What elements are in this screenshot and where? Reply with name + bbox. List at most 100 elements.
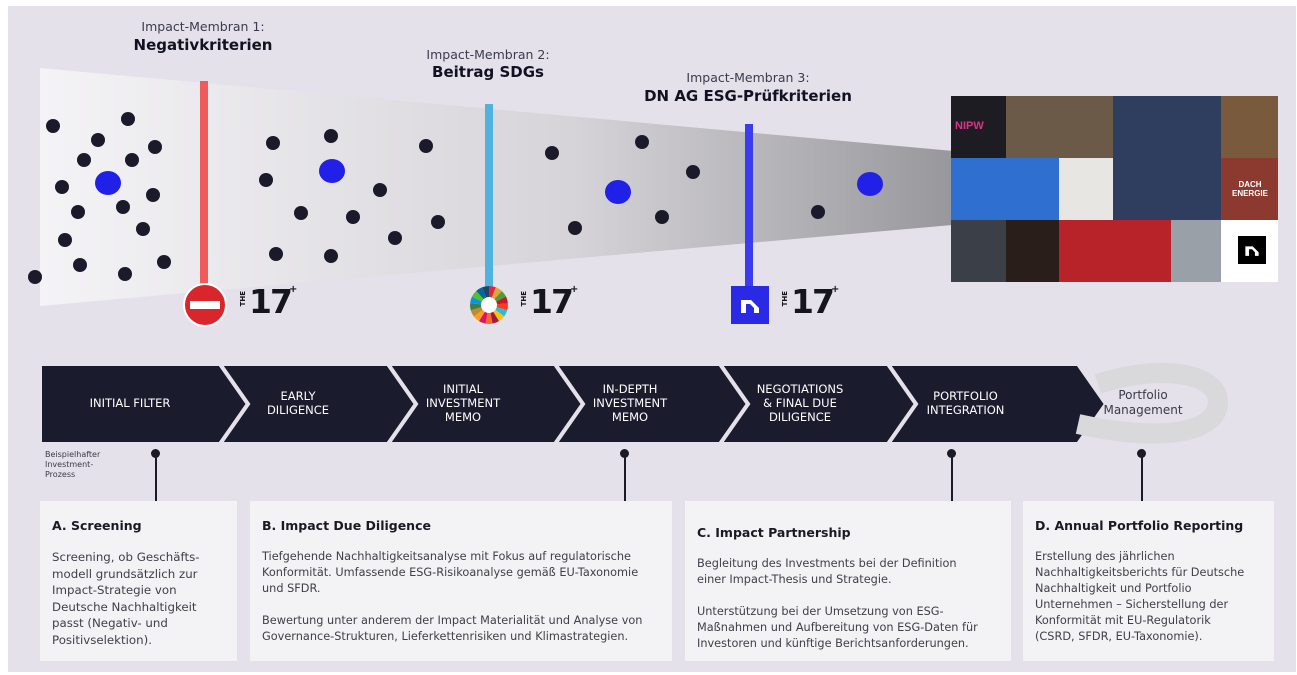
portfolio-tile-10[interactable] — [1059, 220, 1171, 282]
pin-dot-d — [1137, 449, 1146, 458]
step-initial-filter[interactable]: INITIAL FILTER — [89, 396, 171, 410]
funnel — [28, 68, 1008, 306]
sdg-wheel-icon — [470, 286, 508, 324]
funnel-shape — [40, 68, 1008, 306]
pin-dot-c — [947, 449, 956, 458]
the17-logo-2-number: 17 — [530, 282, 574, 321]
card-annual-portfolio-reporting-title: D. Annual Portfolio Reporting — [1035, 518, 1244, 533]
impact-process-diagram: Impact-Membran 1: Negativkriterien Impac… — [8, 6, 1296, 672]
membrane-1-label: Impact-Membran 1: — [141, 19, 265, 34]
funnel-dot — [146, 188, 160, 202]
portfolio-tile-3[interactable] — [1113, 96, 1221, 220]
the17-logo-3-the: THE — [781, 291, 789, 307]
membrane-bar-2 — [485, 104, 493, 292]
step-portfolio-integration[interactable]: PORTFOLIO INTEGRATION — [926, 389, 1005, 417]
funnel-dot — [294, 206, 308, 220]
pin-dot-b — [620, 449, 629, 458]
step-initial-investment-memo[interactable]: INITIAL INVESTMENT MEMO — [425, 382, 501, 424]
no-entry-icon — [183, 283, 227, 327]
funnel-dot — [568, 221, 582, 235]
funnel-dot — [266, 136, 280, 150]
funnel-dot — [55, 180, 69, 194]
funnel-dot — [269, 247, 283, 261]
funnel-highlight-dot — [319, 159, 345, 183]
the17-logo-2-plus: + — [570, 284, 579, 295]
step-in-depth-investment-memo[interactable]: IN-DEPTH INVESTMENT MEMO — [592, 382, 668, 424]
the17-logo-3-plus: + — [831, 284, 840, 295]
card-impact-partnership-body: Begleitung des Investments bei der Defin… — [697, 557, 978, 650]
membrane-3-label: Impact-Membran 3: — [686, 70, 810, 85]
portfolio-tile-7-text: DACH ENERGIE — [1231, 180, 1268, 198]
portfolio-collage: NIPW DACH ENERGIE — [951, 96, 1278, 282]
card-annual-portfolio-reporting-body: Erstellung des jährlichen Nachhaltigkeit… — [1035, 550, 1245, 643]
funnel-dot — [324, 249, 338, 263]
funnel-highlight-dot — [605, 180, 631, 204]
funnel-dot — [635, 135, 649, 149]
funnel-dot — [71, 205, 85, 219]
dn-ag-small-logo-icon — [1238, 236, 1266, 264]
process-chevrons — [38, 362, 1229, 446]
funnel-dot — [811, 205, 825, 219]
chevron-shape-6 — [884, 362, 1109, 446]
card-impact-due-diligence-title: B. Impact Due Diligence — [262, 518, 431, 533]
funnel-dot — [118, 267, 132, 281]
funnel-dot — [28, 270, 42, 284]
portfolio-tile-2[interactable] — [1006, 96, 1113, 158]
funnel-dot — [46, 119, 60, 133]
the17-logo-1-plus: + — [289, 284, 298, 295]
portfolio-tile-8[interactable] — [951, 220, 1006, 282]
funnel-dot — [91, 133, 105, 147]
funnel-dot — [324, 129, 338, 143]
membrane-3-title: DN AG ESG-Prüfkriterien — [644, 87, 852, 105]
card-impact-due-diligence-body: Tiefgehende Nachhaltigkeitsanalyse mit F… — [262, 550, 643, 643]
card-annual-portfolio-reporting: D. Annual Portfolio Reporting Erstellung… — [1023, 501, 1274, 661]
funnel-dot — [125, 153, 139, 167]
funnel-dot — [259, 173, 273, 187]
the17-logo-1-number: 17 — [249, 282, 293, 321]
pin-line-a — [155, 456, 157, 501]
card-screening: A. Screening Screening, ob Geschäfts- mo… — [40, 501, 237, 661]
funnel-dot — [116, 200, 130, 214]
the17-logo-3: THE 17 + — [781, 282, 846, 325]
membrane-2-title: Beitrag SDGs — [432, 63, 544, 81]
portfolio-tile-6[interactable] — [1059, 158, 1113, 220]
funnel-dot — [157, 255, 171, 269]
funnel-dot — [431, 215, 445, 229]
portfolio-tile-7[interactable]: DACH ENERGIE — [1221, 158, 1278, 220]
the17-logo-1: THE 17 + — [239, 282, 304, 325]
step-negotiations-final-due-diligence[interactable]: NEGOTIATIONS & FINAL DUE DILIGENCE — [756, 382, 844, 424]
pin-line-c — [951, 456, 953, 501]
the17-logo-2: THE 17 + — [520, 282, 585, 325]
membrane-2-label: Impact-Membran 2: — [426, 47, 550, 62]
funnel-dot — [388, 231, 402, 245]
pin-line-d — [1141, 456, 1143, 501]
funnel-dot — [686, 165, 700, 179]
step-portfolio-management[interactable]: Portfolio Management — [1103, 388, 1183, 417]
portfolio-tile-5[interactable] — [951, 158, 1059, 220]
membrane-bar-1 — [200, 81, 208, 291]
funnel-dot — [77, 153, 91, 167]
funnel-dot — [148, 140, 162, 154]
card-impact-partnership-title: C. Impact Partnership — [697, 525, 851, 540]
step-early-diligence[interactable]: EARLY DILIGENCE — [266, 389, 330, 417]
portfolio-tile-9[interactable] — [1006, 220, 1059, 282]
funnel-dot — [346, 210, 360, 224]
portfolio-tile-4[interactable] — [1221, 96, 1278, 158]
funnel-highlight-dot — [857, 172, 883, 196]
portfolio-tile-11[interactable] — [1171, 220, 1221, 282]
membrane-1-title: Negativkriterien — [133, 36, 273, 54]
funnel-dot — [373, 183, 387, 197]
the17-logo-1-the: THE — [239, 291, 247, 307]
card-screening-title: A. Screening — [52, 518, 142, 533]
the17-logo-2-the: THE — [520, 291, 528, 307]
portfolio-tile-1[interactable]: NIPW — [951, 96, 1006, 158]
membrane-bar-3 — [745, 124, 753, 294]
funnel-highlight-dot — [95, 171, 121, 195]
funnel-dot — [58, 233, 72, 247]
portfolio-tile-1-text: NIPW — [955, 120, 984, 132]
funnel-dot — [121, 112, 135, 126]
the17-logo-3-number: 17 — [791, 282, 835, 321]
portfolio-tile-12[interactable] — [1221, 220, 1278, 282]
funnel-dot — [136, 222, 150, 236]
funnel-dot — [545, 146, 559, 160]
